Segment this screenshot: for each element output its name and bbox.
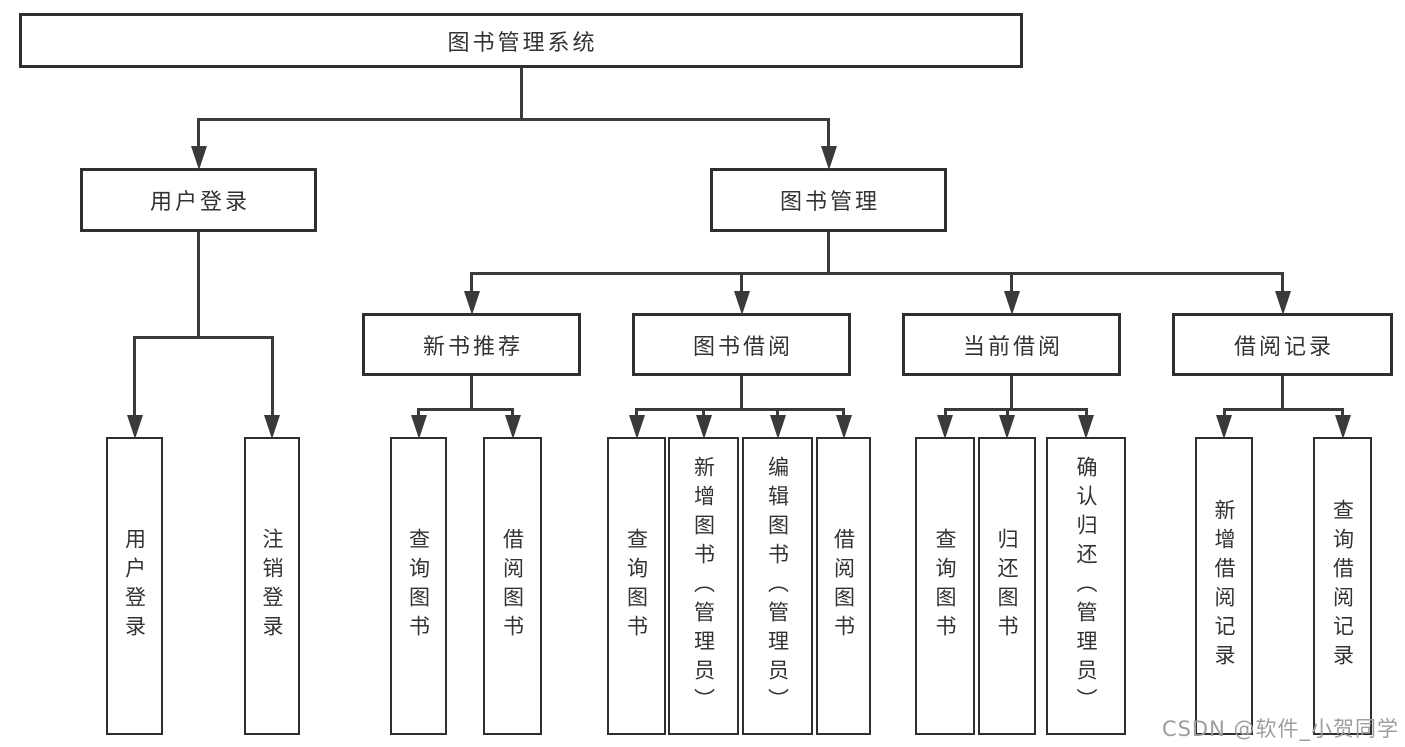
node-current-borrow: 当前借阅 <box>902 313 1121 376</box>
node-login-leaf: 用户登录 <box>106 437 163 735</box>
node-book-borrow: 图书借阅 <box>632 313 851 376</box>
connector-drop-return-books <box>1005 408 1009 419</box>
connector-branch-new-book-rec <box>417 408 514 411</box>
connector-stem-root <box>519 68 523 121</box>
arrowhead-down-icon-query-borrow-record <box>1334 415 1351 439</box>
connector-drop-add-borrow-record <box>1222 408 1226 419</box>
connector-drop-book-mgmt <box>827 118 830 150</box>
connector-drop-borrow-books-rec <box>511 408 514 419</box>
node-book-mgmt: 图书管理 <box>710 168 947 232</box>
connector-branch-borrow-records <box>1222 408 1344 411</box>
node-label-query-borrow-record: 查询借阅记录 <box>1330 499 1355 673</box>
arrowhead-down-icon-logout-leaf <box>264 415 280 439</box>
arrowhead-down-icon-query-books-borrow <box>628 415 645 439</box>
node-borrow-books-rec: 借阅图书 <box>483 437 542 735</box>
node-label-new-book-rec: 新书推荐 <box>422 334 523 360</box>
node-logout-leaf: 注销登录 <box>244 437 300 735</box>
arrowhead-down-icon-edit-books <box>769 415 786 439</box>
arrowhead-down-icon-query-books-current <box>937 415 953 439</box>
connector-drop-query-books-rec <box>417 408 420 419</box>
node-query-books-current: 查询图书 <box>915 437 975 735</box>
node-edit-books: 编辑图书（管理员） <box>742 437 813 735</box>
connector-drop-user-login <box>197 118 200 150</box>
connector-stem-book-mgmt <box>827 232 830 275</box>
node-label-borrow-records: 借阅记录 <box>1233 334 1334 360</box>
node-label-edit-books: 编辑图书（管理员） <box>765 455 790 717</box>
node-user-login: 用户登录 <box>80 168 317 232</box>
connector-branch-book-mgmt <box>470 272 1284 275</box>
arrowhead-down-icon-current-borrow <box>1003 291 1020 315</box>
node-label-current-borrow: 当前借阅 <box>962 334 1063 360</box>
connector-drop-confirm-return <box>1084 408 1088 419</box>
node-label-login-leaf: 用户登录 <box>122 528 147 644</box>
connector-branch-current-borrow <box>943 408 1088 411</box>
node-return-books: 归还图书 <box>978 437 1036 735</box>
node-label-query-books-current: 查询图书 <box>933 528 957 644</box>
arrowhead-down-icon-borrow-books-rec <box>504 415 521 439</box>
connector-drop-logout-leaf <box>270 336 274 419</box>
node-label-borrow-books-rec: 借阅图书 <box>500 528 525 644</box>
node-query-borrow-record: 查询借阅记录 <box>1313 437 1372 735</box>
node-add-borrow-record: 新增借阅记录 <box>1195 437 1253 735</box>
connector-drop-new-book-rec <box>470 272 473 295</box>
connector-stem-user-login <box>197 232 200 339</box>
node-label-confirm-return: 确认归还（管理员） <box>1074 455 1098 717</box>
node-label-query-books-borrow: 查询图书 <box>624 528 649 644</box>
arrowhead-down-icon-confirm-return <box>1078 415 1094 439</box>
node-label-user-login: 用户登录 <box>149 190 250 215</box>
node-label-add-books: 新增图书（管理员） <box>691 455 716 717</box>
node-label-book-borrow: 图书借阅 <box>692 334 793 360</box>
connector-stem-borrow-records <box>1281 376 1284 411</box>
connector-branch-book-borrow <box>635 408 845 411</box>
connector-branch-root <box>197 118 830 121</box>
connector-stem-current-borrow <box>1010 376 1013 411</box>
node-query-books-rec: 查询图书 <box>390 437 447 735</box>
arrowhead-down-icon-user-login <box>190 146 207 170</box>
connector-drop-borrow-books-borrow <box>842 408 845 419</box>
connector-drop-current-borrow <box>1010 272 1013 295</box>
node-label-book-mgmt: 图书管理 <box>779 190 880 215</box>
connector-branch-user-login <box>133 336 274 339</box>
node-new-book-rec: 新书推荐 <box>362 313 581 376</box>
arrowhead-down-icon-add-books <box>695 415 712 439</box>
node-label-root: 图书管理系统 <box>447 30 598 56</box>
node-borrow-books-borrow: 借阅图书 <box>816 437 871 735</box>
connector-drop-add-books <box>702 408 705 419</box>
node-label-return-books: 归还图书 <box>995 528 1019 644</box>
connector-drop-query-borrow-record <box>1341 408 1344 419</box>
node-label-logout-leaf: 注销登录 <box>260 528 284 644</box>
node-root: 图书管理系统 <box>19 13 1023 68</box>
arrowhead-down-icon-return-books <box>999 415 1015 439</box>
node-label-borrow-books-borrow: 借阅图书 <box>831 528 856 644</box>
arrowhead-down-icon-login-leaf <box>126 415 143 439</box>
connector-drop-edit-books <box>776 408 779 419</box>
connector-stem-book-borrow <box>740 376 743 411</box>
arrowhead-down-icon-book-borrow <box>733 291 750 315</box>
connector-stem-new-book-rec <box>470 376 473 411</box>
connector-drop-borrow-records <box>1281 272 1284 295</box>
connector-drop-query-books-borrow <box>635 408 638 419</box>
arrowhead-down-icon-query-books-rec <box>410 415 427 439</box>
node-add-books: 新增图书（管理员） <box>668 437 739 735</box>
arrowhead-down-icon-borrow-books-borrow <box>835 415 852 439</box>
arrowhead-down-icon-add-borrow-record <box>1216 415 1232 439</box>
node-label-add-borrow-record: 新增借阅记录 <box>1212 499 1236 673</box>
arrowhead-down-icon-new-book-rec <box>463 291 480 315</box>
node-confirm-return: 确认归还（管理员） <box>1046 437 1126 735</box>
connector-drop-login-leaf <box>133 336 136 419</box>
node-borrow-records: 借阅记录 <box>1172 313 1393 376</box>
csdn-watermark: CSDN @软件_小贺同学 <box>1161 717 1399 741</box>
connector-drop-book-borrow <box>740 272 743 295</box>
arrowhead-down-icon-book-mgmt <box>820 146 837 170</box>
node-query-books-borrow: 查询图书 <box>607 437 666 735</box>
node-label-query-books-rec: 查询图书 <box>406 528 431 644</box>
arrowhead-down-icon-borrow-records <box>1274 291 1291 315</box>
connector-drop-query-books-current <box>943 408 947 419</box>
